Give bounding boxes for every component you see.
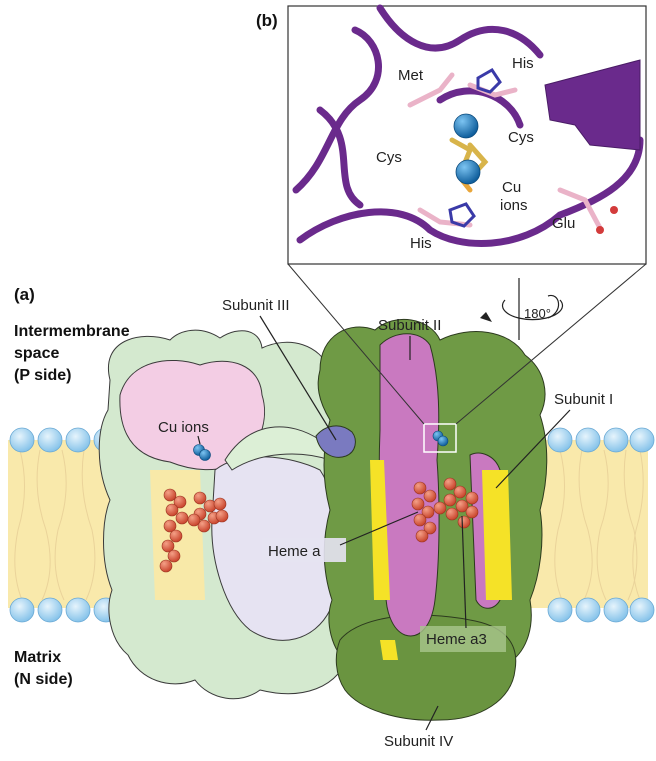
label-heme-a3: Heme a3	[426, 631, 487, 648]
p-side-line1: Intermembrane	[14, 323, 130, 340]
heme-a3-shape	[433, 477, 479, 529]
label-cys-left: Cys	[376, 149, 402, 166]
label-met: Met	[398, 67, 424, 84]
rotation-indicator: 180°	[480, 278, 564, 340]
cu-ions-left	[193, 444, 211, 461]
label-cu-ions: Cu ions	[158, 419, 209, 436]
panel-b-inset: (b) Met His Cys Cys Cu ions Glu His	[256, 4, 647, 265]
heme-left-monomer	[159, 488, 229, 573]
yellow-helix-bottom	[380, 640, 398, 660]
rotation-label: 180°	[524, 306, 551, 321]
label-heme-a: Heme a	[268, 543, 321, 560]
heme-a-label-bg	[262, 538, 346, 562]
label-cu-line1: Cu	[502, 179, 521, 196]
glu-oxygens	[596, 206, 618, 234]
inset-callout-lines	[287, 263, 647, 425]
cu-ions-inset	[453, 113, 481, 185]
yellow-helix-left	[370, 460, 390, 600]
label-cys-right: Cys	[508, 129, 534, 146]
protein-ribbon	[292, 4, 644, 247]
subunit-iii-shape	[315, 425, 356, 458]
label-subunit-iii: Subunit III	[222, 297, 290, 314]
label-cu-line2: ions	[500, 197, 528, 214]
n-side-line1: Matrix	[14, 649, 61, 666]
label-his-top: His	[512, 55, 534, 72]
lipid-tails	[14, 449, 644, 601]
label-subunit-ii: Subunit II	[378, 317, 441, 334]
his-rings	[448, 68, 502, 228]
ribbon-sheet	[544, 59, 641, 151]
panel-b-label: (b)	[256, 11, 278, 30]
p-side-line2: space	[14, 345, 59, 362]
label-subunit-i: Subunit I	[554, 391, 613, 408]
label-subunit-iv: Subunit IV	[384, 733, 453, 750]
label-his-bottom: His	[410, 235, 432, 252]
p-side-line3: (P side)	[14, 367, 72, 384]
n-side-line2: (N side)	[14, 671, 73, 688]
heme-a-shape	[411, 481, 437, 543]
cu-center-box	[423, 423, 457, 453]
right-monomer	[315, 318, 548, 721]
yellow-helix-right	[482, 470, 512, 600]
heme-a3-label-bg	[420, 626, 506, 652]
panel-a-label: (a)	[14, 285, 35, 304]
cu-ions-right	[423, 423, 457, 453]
label-glu: Glu	[552, 215, 575, 232]
